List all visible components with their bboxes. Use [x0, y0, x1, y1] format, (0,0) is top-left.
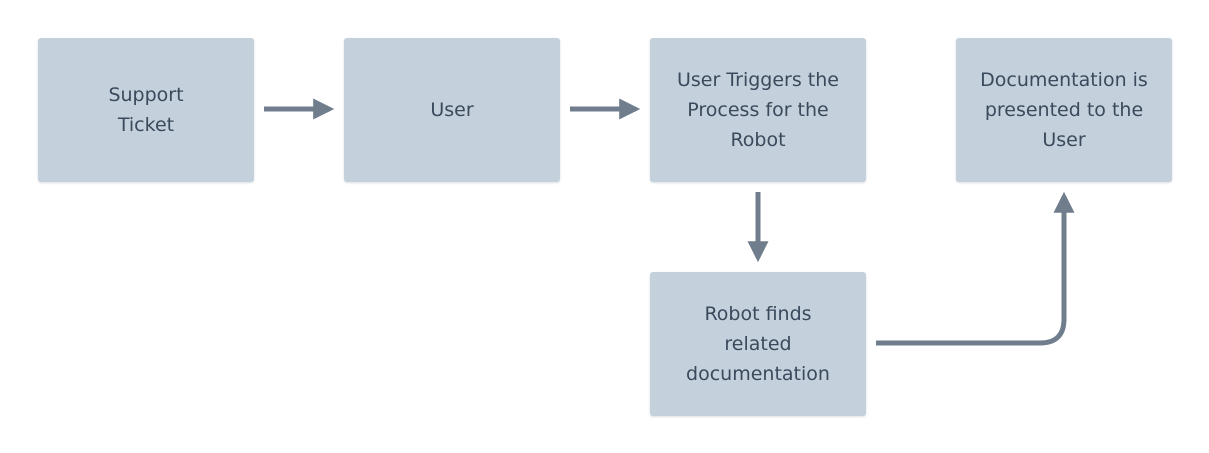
node-label: Documentation is presented to the User — [980, 69, 1148, 151]
node-user: User — [344, 38, 560, 182]
node-label: Support Ticket — [108, 84, 184, 136]
node-support-ticket: Support Ticket — [38, 38, 254, 182]
node-user-triggers-process: User Triggers the Process for the Robot — [650, 38, 866, 182]
node-label: User — [430, 99, 474, 121]
node-label: User Triggers the Process for the Robot — [677, 69, 839, 151]
node-documentation-presented: Documentation is presented to the User — [956, 38, 1172, 182]
node-label: Robot finds related documentation — [686, 303, 830, 385]
arrow-robot-to-docs — [876, 191, 1075, 346]
node-robot-finds-documentation: Robot finds related documentation — [650, 272, 866, 416]
